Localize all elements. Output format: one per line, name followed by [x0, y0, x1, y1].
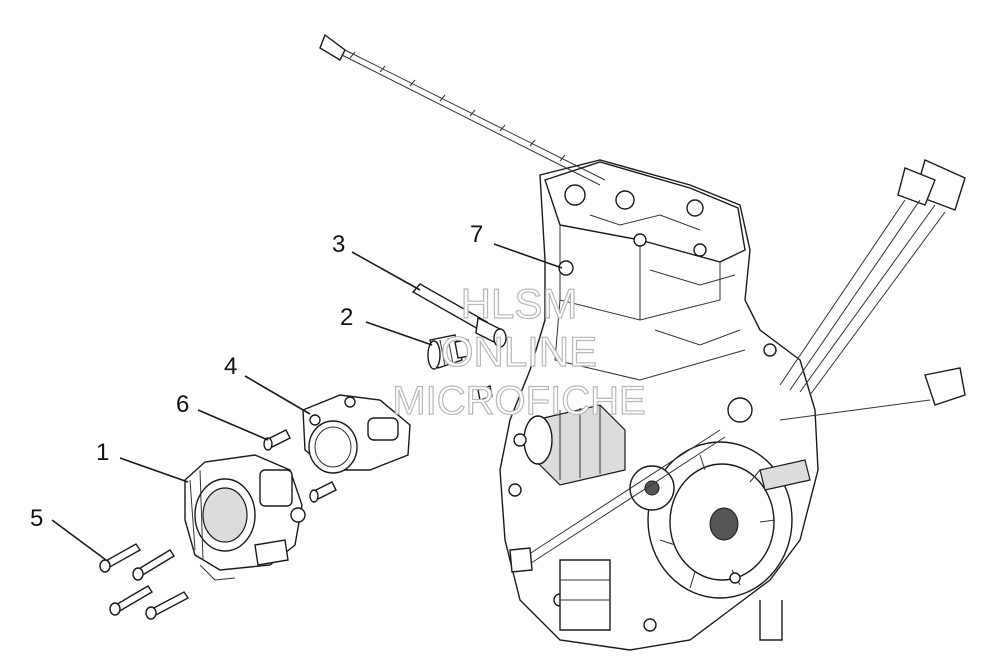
part-4-adapter	[302, 394, 411, 474]
callout-4: 4	[224, 353, 237, 380]
callout-labels: 1 2 3 4 5 6 7	[30, 221, 483, 532]
watermark-line-1: HLSM	[461, 280, 578, 327]
callout-3: 3	[332, 231, 345, 258]
callout-1: 1	[96, 439, 109, 466]
callout-2: 2	[340, 304, 353, 331]
part-6-bolts	[263, 429, 337, 503]
watermark-line-2: ONLINE	[441, 328, 597, 375]
engine-assembly	[319, 33, 966, 651]
watermark-line-3: MICROFICHE	[392, 379, 645, 423]
callout-6: 6	[176, 391, 189, 418]
callout-7: 7	[470, 221, 483, 248]
part-2-fitting	[427, 334, 471, 370]
part-3-sensor	[411, 283, 507, 348]
part-1-throttle-body	[184, 454, 306, 581]
callout-5: 5	[30, 505, 43, 532]
watermark: HLSM ONLINE MICROFICHE	[392, 279, 647, 423]
leader-lines	[51, 243, 563, 561]
part-5-bolts	[99, 543, 190, 620]
